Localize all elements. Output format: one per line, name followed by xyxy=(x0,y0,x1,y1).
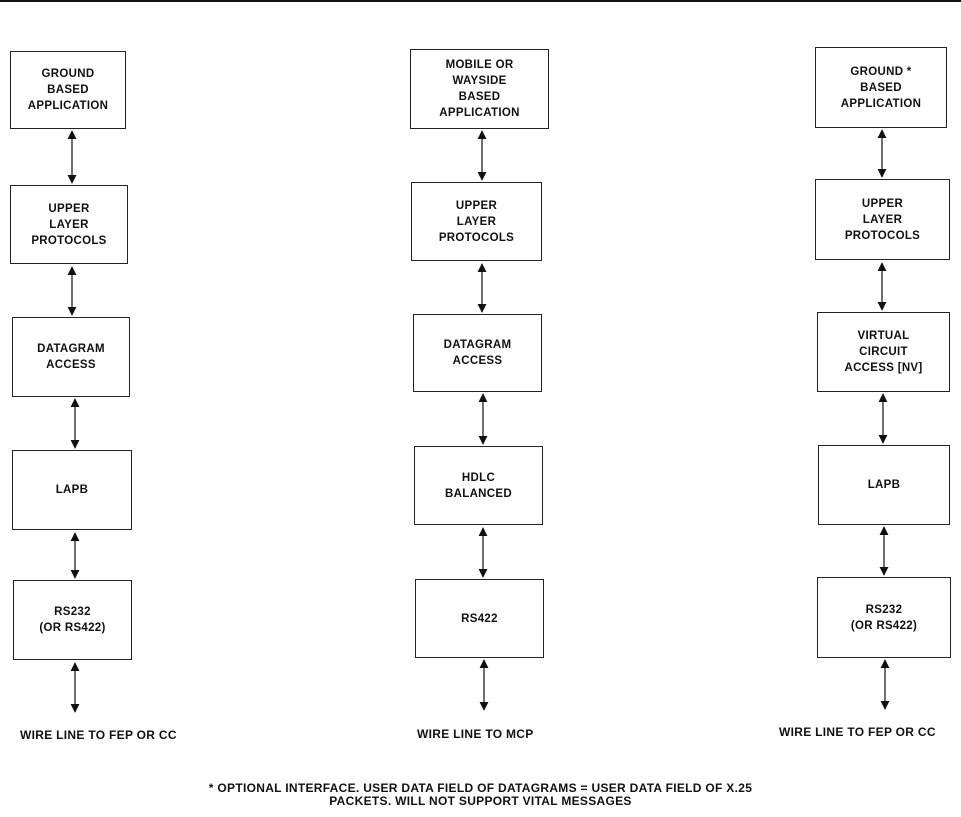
col3-wire-label: WIRE LINE TO FEP OR CC xyxy=(779,725,936,739)
col1-wire-label: WIRE LINE TO FEP OR CC xyxy=(20,728,177,742)
col3-upper-layer-box: UPPER LAYER PROTOCOLS xyxy=(815,179,950,260)
col2-link-label: HDLC BALANCED xyxy=(445,471,512,500)
col1-link-label: LAPB xyxy=(55,484,89,496)
col1-upper-layer-box: UPPER LAYER PROTOCOLS xyxy=(10,185,128,264)
col2-link-box: HDLC BALANCED xyxy=(414,446,543,525)
col1-access-label: DATAGRAM ACCESS xyxy=(37,343,105,371)
col1-physical-box: RS232 (OR RS422) xyxy=(13,580,132,660)
col2-upper-layer-label: UPPER LAYER PROTOCOLS xyxy=(438,199,515,244)
col2-access-box: DATAGRAM ACCESS xyxy=(413,314,542,392)
col1-link-box: LAPB xyxy=(12,450,132,530)
col3-link-box: LAPB xyxy=(818,445,950,525)
col3-access-label: VIRTUAL CIRCUIT ACCESS [NV] xyxy=(844,330,923,374)
col3-physical-box: RS232 (OR RS422) xyxy=(817,577,951,658)
col2-access-label: DATAGRAM ACCESS xyxy=(443,339,512,367)
top-rule xyxy=(0,0,961,2)
col3-access-box: VIRTUAL CIRCUIT ACCESS [NV] xyxy=(817,312,950,392)
footnote-line-2: PACKETS. WILL NOT SUPPORT VITAL MESSAGES xyxy=(329,794,632,808)
col2-physical-box: RS422 xyxy=(415,579,544,658)
col1-access-box: DATAGRAM ACCESS xyxy=(12,317,130,397)
col1-application-label: GROUND BASED APPLICATION xyxy=(27,68,109,112)
col3-application-label: GROUND * BASED APPLICATION xyxy=(840,65,922,110)
col2-upper-layer-box: UPPER LAYER PROTOCOLS xyxy=(411,182,542,261)
col3-link-label: LAPB xyxy=(867,479,901,491)
col2-wire-label: WIRE LINE TO MCP xyxy=(417,727,534,741)
col2-application-box: MOBILE OR WAYSIDE BASED APPLICATION xyxy=(410,49,549,129)
col3-physical-label: RS232 (OR RS422) xyxy=(850,603,918,632)
col3-upper-layer-label: UPPER LAYER PROTOCOLS xyxy=(844,197,921,242)
col1-application-box: GROUND BASED APPLICATION xyxy=(10,51,126,129)
col2-application-label: MOBILE OR WAYSIDE BASED APPLICATION xyxy=(439,59,520,119)
col1-upper-layer-label: UPPER LAYER PROTOCOLS xyxy=(31,202,107,247)
col1-physical-label: RS232 (OR RS422) xyxy=(39,606,106,634)
col3-application-box: GROUND * BASED APPLICATION xyxy=(815,47,947,128)
col2-physical-label: RS422 xyxy=(461,612,498,625)
footnote-line-1: * OPTIONAL INTERFACE. USER DATA FIELD OF… xyxy=(208,781,753,795)
